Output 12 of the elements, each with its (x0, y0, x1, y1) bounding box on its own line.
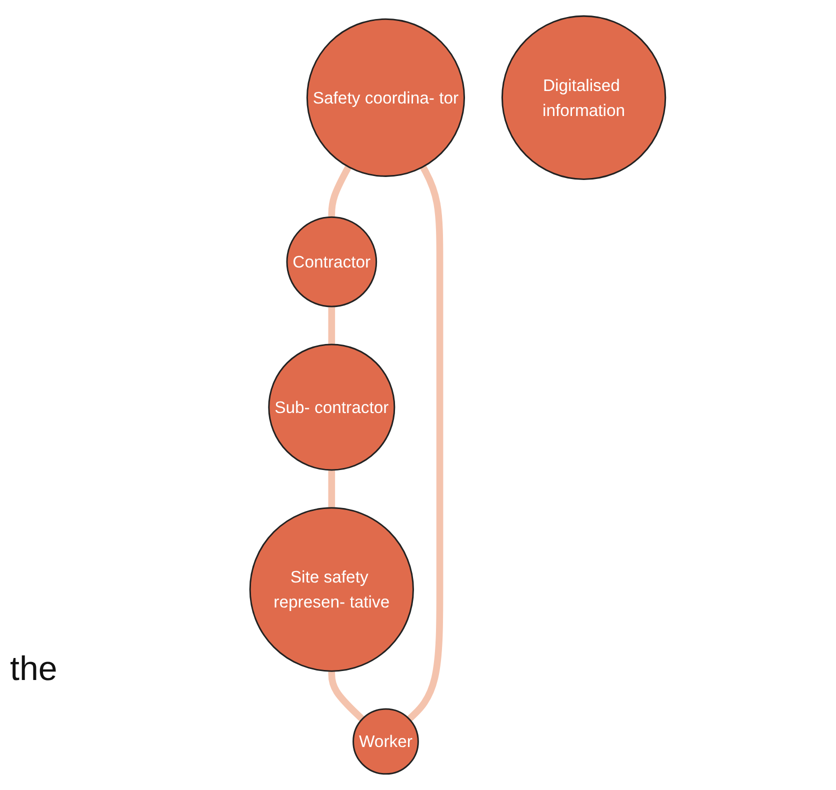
node-circle: Sub- contractor (268, 344, 396, 471)
node-circle: Contractor (286, 216, 378, 308)
node-circle: Digitalised information (502, 15, 666, 180)
connector (328, 306, 336, 345)
connector (328, 470, 336, 508)
connector (328, 670, 365, 722)
node-circle: Worker (352, 708, 420, 775)
connector (407, 165, 444, 722)
node-circle: Safety coordina- tor (306, 18, 466, 177)
note-text: the (10, 650, 58, 689)
node-circle: Site safety represen- tative (250, 507, 414, 672)
connector (328, 165, 352, 218)
